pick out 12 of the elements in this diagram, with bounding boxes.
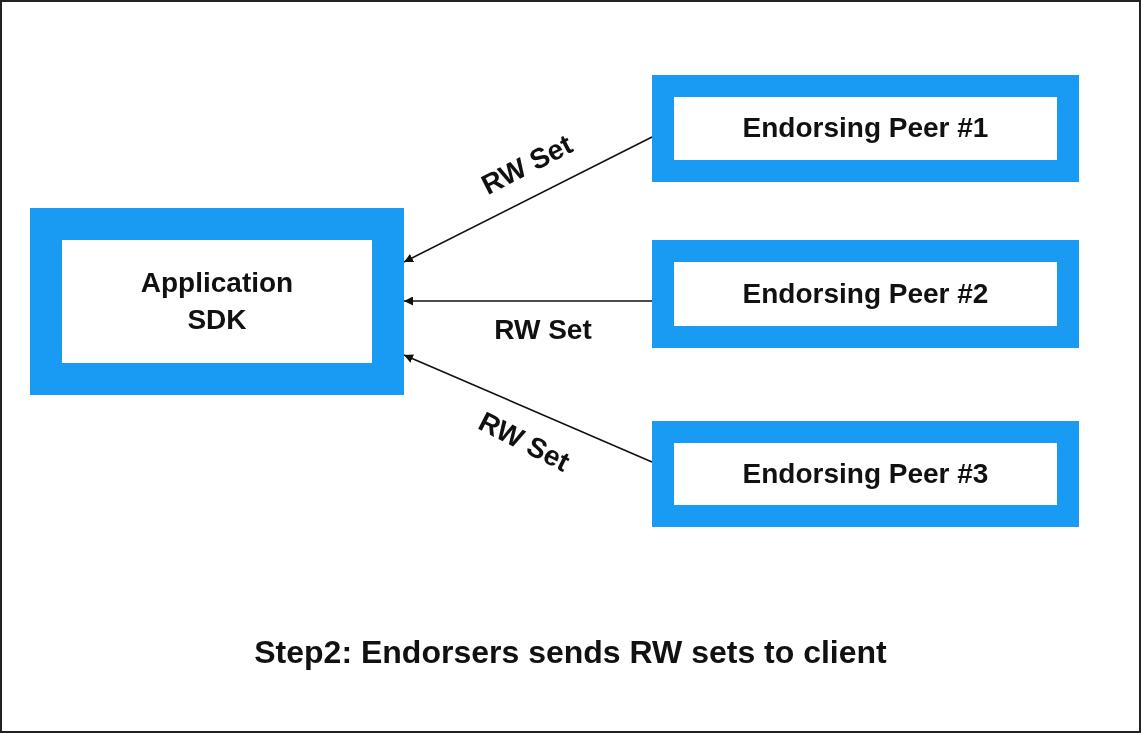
- process-box: [652, 421, 1079, 527]
- process-box: [30, 208, 404, 395]
- process-box: [652, 75, 1079, 182]
- node-label: Application SDK: [139, 266, 295, 337]
- node-label: Endorsing Peer #3: [742, 456, 989, 491]
- caption: Step2: Endorsers sends RW sets to client: [253, 634, 888, 671]
- node-label: Endorsing Peer #2: [742, 276, 989, 311]
- arrow: [403, 296, 653, 306]
- process-box: [652, 240, 1079, 348]
- arrow: [403, 136, 653, 263]
- arrow: [403, 354, 653, 463]
- node-label: Endorsing Peer #1: [742, 111, 989, 146]
